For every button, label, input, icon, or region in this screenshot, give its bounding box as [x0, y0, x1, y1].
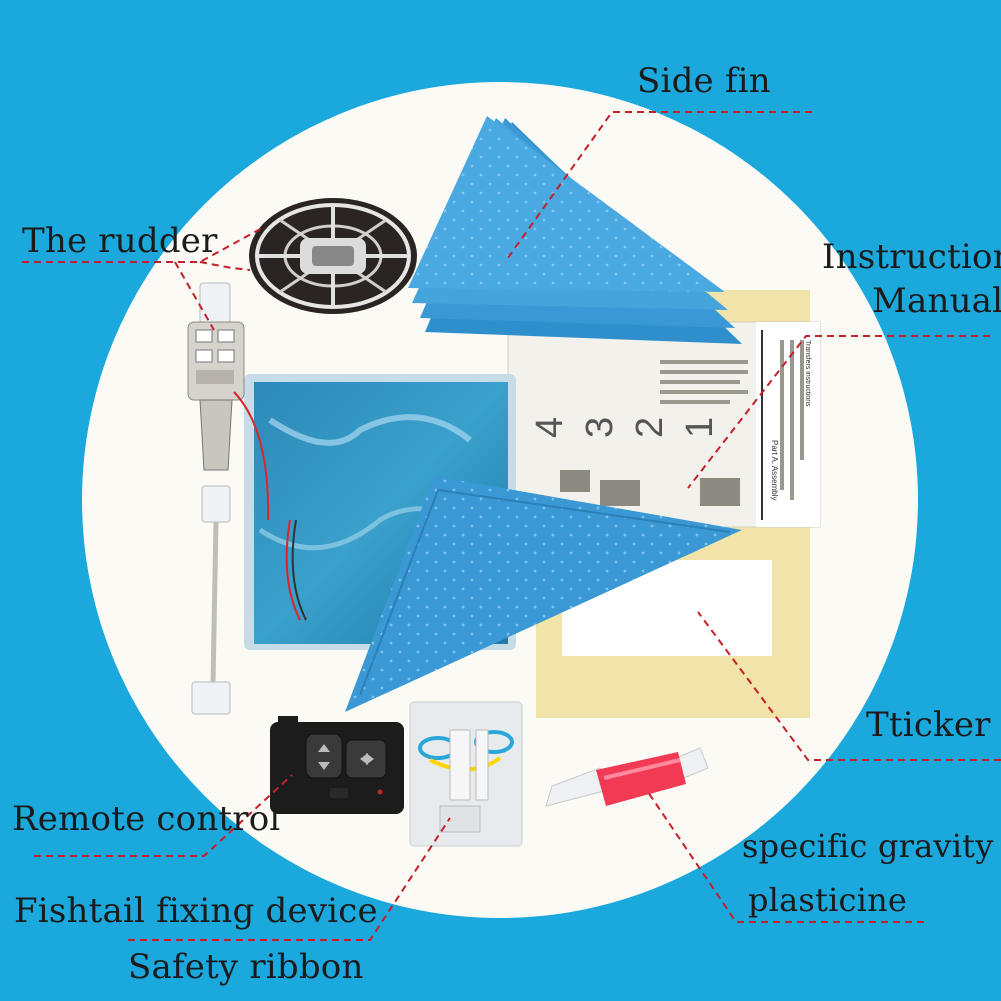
- label-instruction-manual-line2: Manual: [872, 281, 1001, 321]
- side-fin-lower: [345, 476, 742, 712]
- instruction-manual: [507, 321, 821, 528]
- manual-heading: Part A. Assembly: [770, 440, 779, 500]
- label-remote-control: Remote control: [12, 799, 281, 839]
- leader-sticker: [697, 611, 1001, 761]
- rudder-propeller-icon: [249, 198, 417, 314]
- label-sticker: Tticker: [866, 705, 991, 745]
- label-plasticine: plasticine: [748, 881, 908, 919]
- fishtail-fixing-bag: [409, 701, 523, 847]
- label-specific-gravity: specific gravity: [742, 827, 994, 865]
- leader-rudder-fishtail: [174, 261, 215, 331]
- label-rudder: The rudder: [22, 221, 218, 261]
- label-side-fin: Side fin: [637, 61, 771, 101]
- manual-number-1: 1: [679, 417, 721, 438]
- manual-side-title: Transfers instructions: [804, 340, 811, 407]
- plasticine-weight: [545, 747, 709, 807]
- manual-number-2: 2: [629, 417, 671, 438]
- leader-instruction: [687, 335, 990, 489]
- leader-fishtail: [128, 817, 451, 941]
- label-safety-ribbon: Safety ribbon: [128, 947, 364, 987]
- label-fishtail-fixing-device: Fishtail fixing device: [14, 891, 378, 931]
- leader-remote: [34, 774, 293, 857]
- side-fin-upper: [408, 116, 742, 344]
- leader-lines: [22, 111, 1001, 941]
- manual-number-3: 3: [579, 417, 621, 438]
- manual-number-4: 4: [529, 417, 571, 438]
- fishtail-rod-icon: [187, 282, 270, 715]
- leader-plasticine: [647, 791, 924, 923]
- label-instruction-manual-line1: Instruction: [822, 237, 1001, 277]
- leader-side-fin: [504, 111, 812, 263]
- remote-control-icon: [270, 716, 404, 814]
